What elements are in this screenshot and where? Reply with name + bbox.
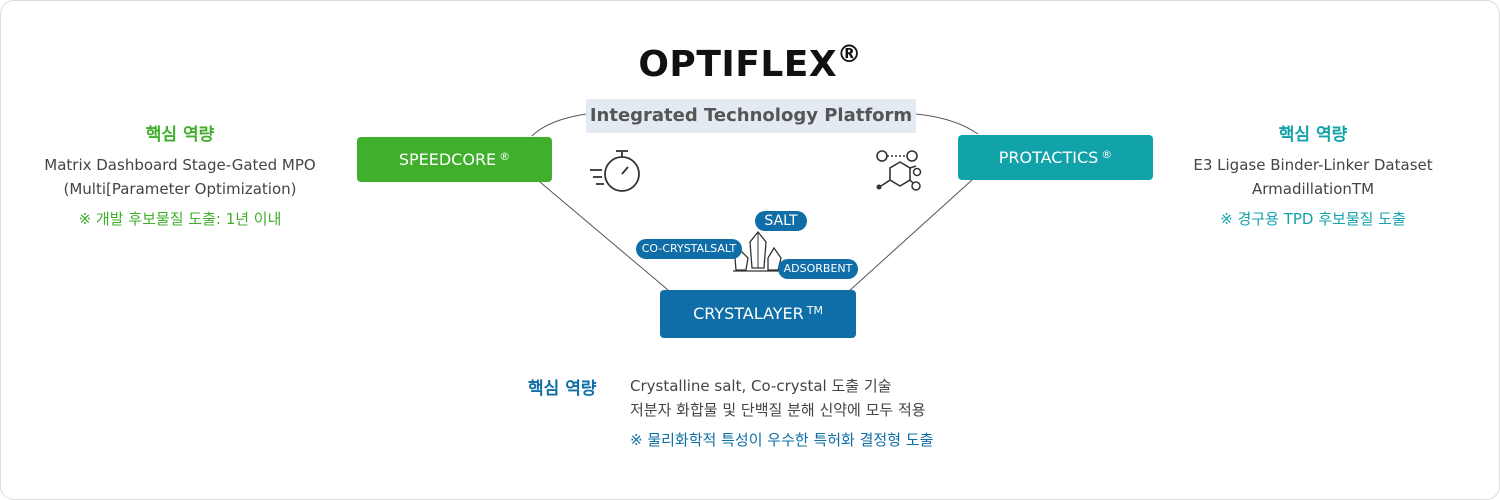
platform-subtitle: Integrated Technology Platform (586, 99, 916, 133)
molecule-icon (876, 150, 922, 191)
protactics-button[interactable]: PROTACTICS® (958, 135, 1153, 180)
speedcore-button[interactable]: SPEEDCORE® (357, 137, 552, 182)
connector-protactics-crystalayer (847, 179, 973, 293)
speedcore-label: SPEEDCORE (398, 150, 497, 169)
left-line-2: (Multi[Parameter Optimization) (63, 180, 297, 198)
protactics-capability-panel: 핵심 역량 E3 Ligase Binder-Linker Dataset Ar… (1163, 120, 1463, 229)
protactics-label: PROTACTICS (998, 148, 1099, 167)
crystalayer-capability-panel: Crystalline salt, Co-crystal 도출 기술 저분자 화… (630, 374, 1050, 450)
left-line-1: Matrix Dashboard Stage-Gated MPO (44, 156, 316, 174)
stopwatch-icon (590, 150, 640, 192)
speedcore-capability-panel: 핵심 역량 Matrix Dashboard Stage-Gated MPO (… (30, 120, 330, 229)
adsorbent-tag: ADSORBENT (778, 259, 858, 279)
left-note: ※ 개발 후보물질 도출: 1년 이내 (78, 210, 282, 228)
platform-title: OPTIFLEX® (638, 40, 862, 85)
right-heading: 핵심 역량 (1278, 125, 1348, 145)
crystalayer-label: CRYSTALAYER (693, 304, 804, 323)
connector-subtitle-protactics (915, 113, 979, 135)
connector-speedcore-subtitle (531, 113, 587, 137)
right-line-2: ArmadillationTM (1251, 180, 1375, 198)
left-heading: 핵심 역량 (145, 125, 215, 145)
bottom-line-2: 저분자 화합물 및 단백질 분해 신약에 모두 적용 (630, 401, 926, 419)
bottom-line-1: Crystalline salt, Co-crystal 도출 기술 (630, 377, 892, 395)
right-line-1: E3 Ligase Binder-Linker Dataset (1193, 156, 1433, 174)
crystal-icon (733, 230, 783, 272)
connector-speedcore-crystalayer (539, 181, 669, 291)
salt-tag: SALT (755, 211, 807, 231)
right-note: ※ 경구용 TPD 후보물질 도출 (1220, 210, 1406, 228)
bottom-note: ※ 물리화학적 특성이 우수한 특허화 결정형 도출 (630, 431, 934, 449)
cocrystal-tag: CO-CRYSTALSALT (636, 239, 742, 259)
bottom-heading: 핵심 역량 (528, 379, 597, 399)
